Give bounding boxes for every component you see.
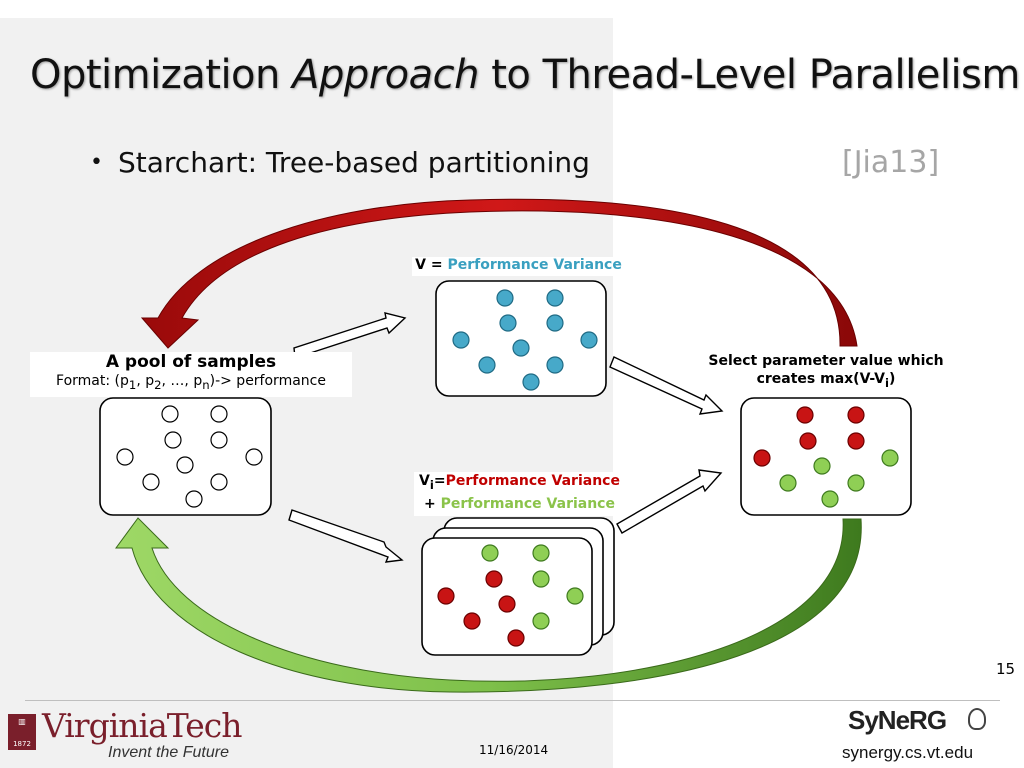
sample-pool-label: A pool of samples Format: (p1, p2, …, pn… (30, 352, 352, 397)
vt-tagline: Invent the Future (108, 744, 229, 761)
result-dots (753, 406, 899, 508)
blue-dot (580, 331, 598, 349)
flow-arrows (288, 312, 724, 563)
red-dot (796, 406, 814, 424)
bullet-text: Starchart: Tree-based partitioning (118, 146, 590, 179)
green-dot (813, 457, 831, 475)
blue-dot (546, 289, 564, 307)
synerg-wordmark: SyNeRG (848, 705, 947, 735)
blue-dot (452, 331, 470, 349)
vt-wordmark: VirginiaTech (42, 706, 242, 745)
blue-dot (499, 314, 517, 332)
sample-dot (210, 473, 228, 491)
blue-dot (478, 356, 496, 374)
red-dot (799, 432, 817, 450)
red-dot (847, 432, 865, 450)
red-dot (507, 629, 525, 647)
page-number: 15 (996, 660, 1016, 678)
blue-dot (546, 314, 564, 332)
red-dot (753, 449, 771, 467)
green-dot (532, 612, 550, 630)
variance-label: V = Performance Variance (412, 257, 625, 276)
flow-arrow-partition-to-result (616, 469, 723, 534)
sample-dot (210, 405, 228, 423)
red-dot (847, 406, 865, 424)
sample-dot (161, 405, 179, 423)
sample-dot (245, 448, 263, 466)
footer-divider (25, 700, 1000, 701)
feedback-arrow-bottom (115, 517, 862, 693)
sample-dot (176, 456, 194, 474)
selection-label: Select parameter value which creates max… (708, 353, 944, 390)
sample-pool-dots (116, 405, 263, 508)
partition-variance-label: Vi=Performance Variance + Performance Va… (414, 472, 625, 516)
sample-dot (185, 490, 203, 508)
flow-arrow-pool-to-variance (293, 312, 407, 359)
synerg-logo: SyNeRG synergy.cs.vt.edu (842, 705, 1002, 765)
green-dot (821, 490, 839, 508)
sample-dot (210, 431, 228, 449)
green-dot (532, 544, 550, 562)
bullet-item: • Starchart: Tree-based partitioning (90, 146, 590, 179)
sample-pool-format: Format: (p1, p2, …, pn)-> performance (56, 373, 326, 392)
partition-dots (437, 544, 584, 647)
slide-title: Optimization Approach to Thread-Level Pa… (30, 52, 1020, 98)
bullet-dot-icon: • (90, 150, 103, 175)
variance-dots (452, 289, 598, 391)
green-dot (779, 474, 797, 492)
blue-dot (522, 373, 540, 391)
red-dot (463, 612, 481, 630)
synerg-url: synergy.cs.vt.edu (842, 743, 974, 762)
sample-dot (116, 448, 134, 466)
green-dot (532, 570, 550, 588)
red-dot (437, 587, 455, 605)
feedback-arrow-top (140, 198, 858, 349)
slide-date: 11/16/2014 (479, 743, 549, 757)
green-dot (881, 449, 899, 467)
citation: [Jia13] (842, 145, 940, 180)
red-dot (498, 595, 516, 613)
lightbulb-icon (968, 708, 986, 730)
sample-dot (142, 473, 160, 491)
variance-box (435, 280, 607, 397)
red-dot (485, 570, 503, 588)
flow-arrow-pool-to-partition (288, 509, 404, 563)
virginia-tech-logo: ▥ 1872 VirginiaTech Invent the Future (8, 706, 248, 766)
green-dot (566, 587, 584, 605)
flow-arrow-variance-to-result (609, 356, 724, 415)
sample-dot (164, 431, 182, 449)
green-dot (481, 544, 499, 562)
starchart-diagram (99, 198, 912, 693)
green-dot (847, 474, 865, 492)
blue-dot (496, 289, 514, 307)
vt-seal-icon: ▥ 1872 (8, 714, 36, 750)
blue-dot (546, 356, 564, 374)
blue-dot (512, 339, 530, 357)
sample-pool-title: A pool of samples (105, 352, 277, 372)
